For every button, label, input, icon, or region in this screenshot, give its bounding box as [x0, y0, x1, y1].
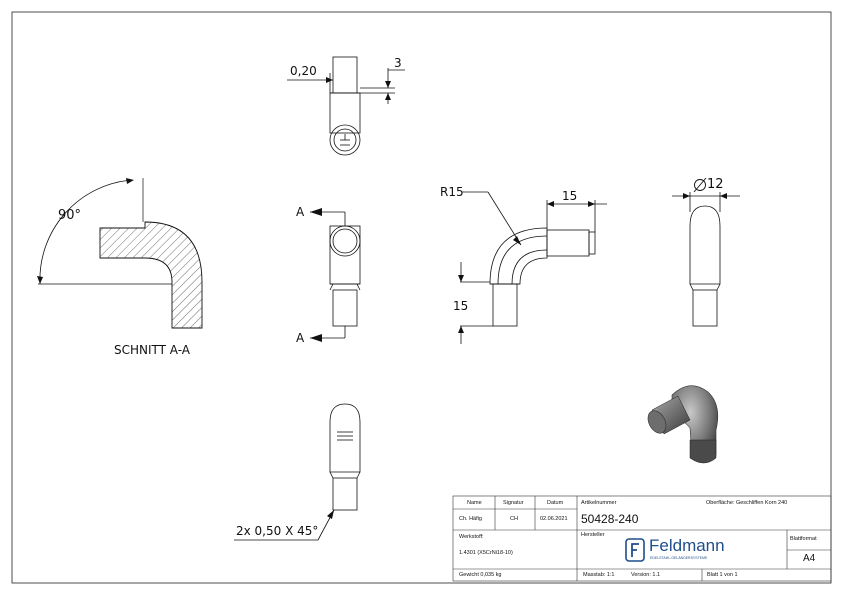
bottom-view — [234, 403, 361, 541]
r15-arrow — [513, 236, 521, 245]
dim-diameter: 12 — [707, 177, 724, 192]
angle-arrow-1 — [37, 276, 43, 284]
brand-logo: Feldmann EDELSTAHL-GELÄNDERSYSTEME — [625, 536, 755, 566]
cut-marker-top: A — [296, 205, 305, 219]
dim15-arrow-r — [588, 201, 595, 207]
angle-label: 90° — [58, 208, 82, 223]
article-label: Artikelnummer — [581, 500, 617, 506]
dim15-arrow-l — [547, 201, 554, 207]
hdr-signature: Signatur — [503, 500, 524, 506]
dim15b-arrow-b — [458, 326, 464, 333]
right-view — [672, 192, 740, 327]
dim-3: 3 — [394, 56, 402, 70]
diameter-symbol — [693, 177, 707, 193]
material-value: 1.4301 (X5CrNi18-10) — [459, 550, 513, 556]
side-view — [460, 191, 607, 344]
manufacturer-label: Hersteller — [581, 532, 605, 538]
surface-value: Oberfläche: Geschliffen Korn 240 — [706, 500, 788, 506]
sheet-value: Blatt 1 von 1 — [707, 572, 738, 578]
dia-arrow-r — [720, 193, 727, 199]
format-value: A4 — [803, 553, 816, 564]
dia-arrow-l — [683, 193, 690, 199]
cut-arrow-bottom — [310, 334, 322, 342]
dim-chamfer: 2x 0,50 X 45° — [236, 524, 319, 538]
name-value: Ch. Häfig — [459, 516, 482, 522]
title-block-grid — [452, 495, 832, 582]
section-view — [38, 178, 203, 329]
feldmann-logo-icon — [625, 538, 645, 562]
top-view — [287, 56, 405, 156]
format-label: Blattformat — [790, 536, 817, 542]
dim15b-arrow-t — [458, 275, 464, 282]
dim-15-top: 15 — [562, 189, 578, 203]
scale-value: Masstab: 1:1 — [583, 572, 615, 578]
title-block: Name Signatur Datum Ch. Häfig CH 02.06.2… — [453, 496, 831, 581]
arrow-3b — [385, 93, 391, 100]
front-view — [310, 211, 361, 339]
material-label: Werkstoff: — [459, 534, 484, 540]
weight-value: Gewicht 0,035 kg — [459, 572, 502, 578]
brand-tagline: EDELSTAHL-GELÄNDERSYSTEME — [650, 556, 708, 560]
date-value: 02.06.2021 — [540, 516, 568, 522]
sheet-frame — [11, 11, 832, 584]
cut-marker-bottom: A — [296, 331, 305, 345]
dim-15-left: 15 — [453, 299, 469, 313]
hdr-date: Datum — [547, 500, 564, 506]
signature-value: CH — [510, 516, 518, 522]
arrow-020 — [326, 77, 333, 83]
angle-arrow-2 — [126, 178, 134, 184]
article-number: 50428-240 — [581, 512, 639, 526]
dim-r15: R15 — [440, 185, 464, 199]
isometric-view — [647, 385, 719, 464]
arrow-3a — [385, 81, 391, 88]
section-label: SCHNITT A-A — [114, 343, 191, 357]
cut-arrow-top — [310, 208, 322, 216]
hdr-name: Name — [467, 500, 482, 506]
chamfer-arrow — [327, 510, 334, 519]
brand-name: Feldmann — [649, 536, 725, 555]
version-value: Version: 1.1 — [631, 572, 661, 578]
dim-020: 0,20 — [290, 64, 317, 78]
